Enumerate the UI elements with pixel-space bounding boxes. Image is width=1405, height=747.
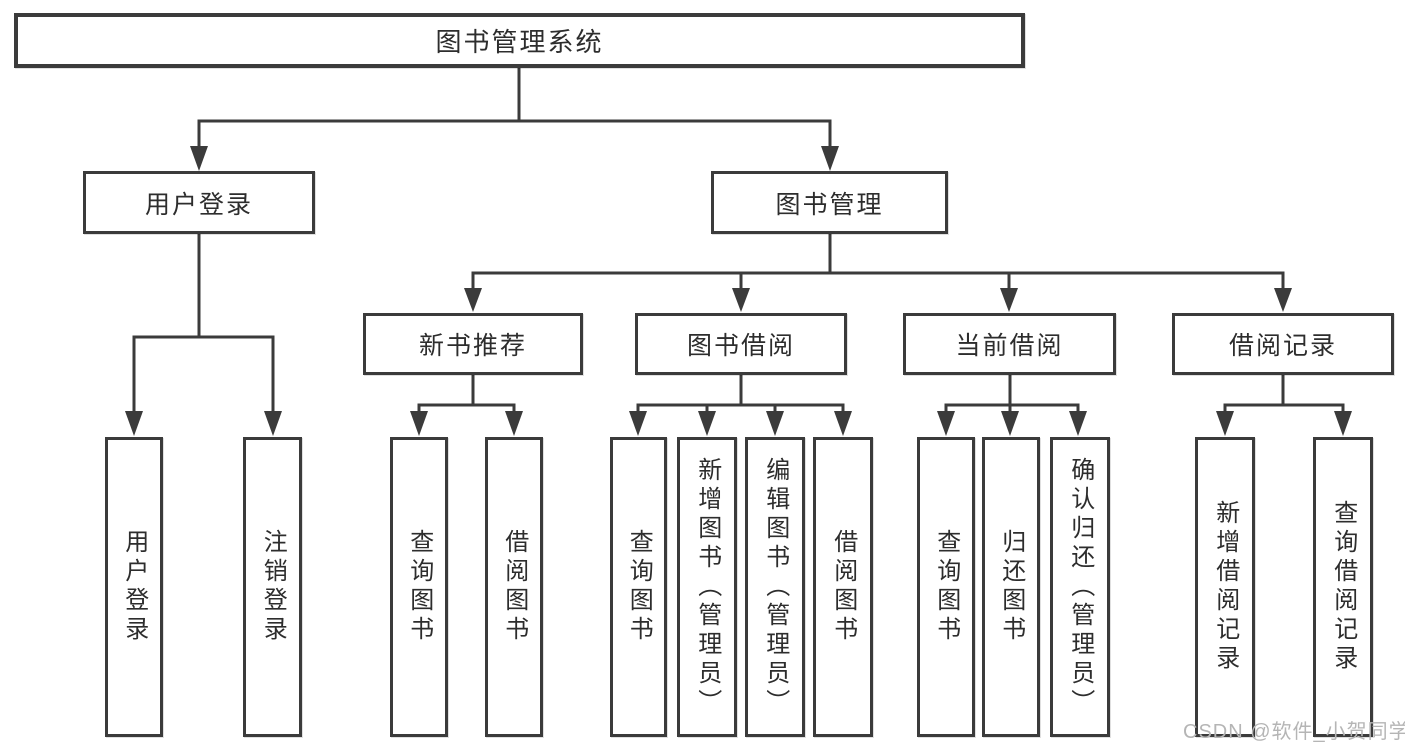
leaf-query-books-recommend-label: 查询图书 [405, 529, 433, 645]
leaf-query-books-recommend: 查询图书 [390, 437, 448, 737]
node-user-login-label: 用户登录 [144, 190, 253, 219]
leaf-query-books-borrow: 查询图书 [610, 437, 667, 737]
node-library-system-label: 图书管理系统 [435, 27, 604, 57]
leaf-confirm-return-admin-label: 确认归还（管理员） [1066, 456, 1094, 718]
leaf-logout-label: 注销登录 [259, 529, 287, 645]
leaf-confirm-return-admin: 确认归还（管理员） [1050, 437, 1110, 737]
leaf-query-borrow-record-label: 查询借阅记录 [1329, 500, 1357, 674]
leaf-add-books-admin-label: 新增图书（管理员） [693, 456, 721, 718]
node-book-management: 图书管理 [711, 171, 948, 234]
node-current-borrow: 当前借阅 [903, 313, 1116, 375]
leaf-edit-books-admin: 编辑图书（管理员） [745, 437, 805, 737]
node-current-borrow-label: 当前借阅 [955, 332, 1064, 360]
arrowheads [125, 146, 1352, 436]
node-new-book-recommend-label: 新书推荐 [418, 332, 527, 360]
leaf-query-books-current: 查询图书 [917, 437, 975, 737]
leaf-user-login: 用户登录 [105, 437, 163, 737]
leaf-user-login-label: 用户登录 [120, 529, 148, 645]
leaf-return-books-label: 归还图书 [997, 529, 1025, 645]
leaf-query-books-current-label: 查询图书 [932, 529, 960, 645]
node-borrow-records: 借阅记录 [1172, 313, 1394, 375]
node-book-management-label: 图书管理 [775, 190, 884, 219]
leaf-logout: 注销登录 [243, 437, 302, 737]
node-borrow-records-label: 借阅记录 [1228, 332, 1337, 360]
leaf-add-books-admin: 新增图书（管理员） [677, 437, 737, 737]
leaf-borrow-books-label: 借阅图书 [829, 529, 857, 645]
leaf-query-borrow-record: 查询借阅记录 [1313, 437, 1373, 737]
node-library-system: 图书管理系统 [14, 13, 1025, 68]
leaf-edit-books-admin-label: 编辑图书（管理员） [761, 456, 789, 718]
leaf-add-borrow-record: 新增借阅记录 [1195, 437, 1255, 737]
node-new-book-recommend: 新书推荐 [363, 313, 583, 375]
leaf-borrow-books-recommend-label: 借阅图书 [500, 529, 528, 645]
node-user-login: 用户登录 [83, 171, 315, 234]
node-book-borrow-label: 图书借阅 [686, 332, 795, 360]
leaf-add-borrow-record-label: 新增借阅记录 [1211, 500, 1239, 674]
node-book-borrow: 图书借阅 [635, 313, 847, 375]
leaf-borrow-books: 借阅图书 [813, 437, 873, 737]
leaf-query-books-borrow-label: 查询图书 [625, 529, 653, 645]
leaf-return-books: 归还图书 [982, 437, 1040, 737]
csdn-watermark: CSDN @软件_小贺同学 [1183, 721, 1405, 743]
leaf-borrow-books-recommend: 借阅图书 [485, 437, 543, 737]
